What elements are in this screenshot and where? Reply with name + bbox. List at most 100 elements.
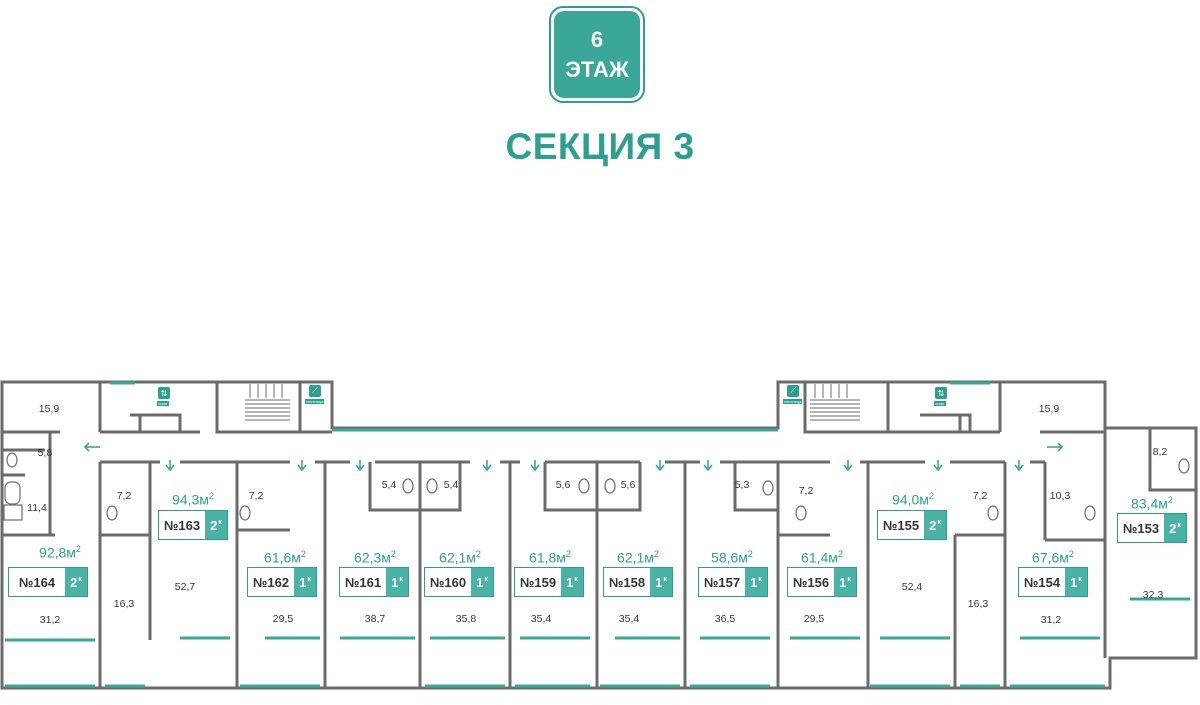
- apartment-rooms-count: 2: [929, 517, 937, 533]
- apartment-area-unit-sup: 2: [837, 549, 843, 559]
- apartment-area-value: 61,6м: [264, 549, 301, 566]
- entry-arrows: [83, 442, 1064, 472]
- apartment-area: 58,6м2: [692, 549, 772, 566]
- stairs-icon: ⟋: [787, 385, 799, 397]
- apartment-area-unit-sup: 2: [475, 549, 481, 559]
- floor-badge: 6 ЭТАЖ: [549, 6, 645, 103]
- room-area-label: 7,2: [798, 485, 814, 497]
- stairs-right: [810, 384, 860, 421]
- room-area-label: 16,3: [967, 598, 989, 610]
- apartment-rooms-suffix: к: [1177, 521, 1181, 529]
- apartment-rooms-count: 2: [1169, 520, 1177, 536]
- apartment-rooms-count: 1: [391, 574, 399, 590]
- room-area-label: 10,3: [1049, 490, 1071, 502]
- apartment-number: №159: [519, 574, 557, 590]
- room-area-label: 8,2: [1152, 446, 1168, 458]
- elevator-sign-label-left: лифт: [157, 401, 169, 406]
- stairs-icon: ⟋: [309, 385, 321, 397]
- apartment-rooms-suffix: к: [663, 575, 667, 583]
- apartment-area: 94,3м2: [153, 491, 233, 508]
- room-area-label: 7,2: [972, 490, 988, 502]
- apartment-area-value: 62,1м: [439, 549, 476, 566]
- apartment-rooms-suffix: к: [78, 575, 82, 583]
- apartment-number: №153: [1122, 520, 1160, 536]
- room-area-label: 31,2: [39, 614, 61, 626]
- apartment-area-unit-sup: 2: [653, 549, 659, 559]
- apartment-rooms-count: 1: [299, 574, 307, 590]
- room-area-label: 35,8: [455, 613, 477, 625]
- apartment-rooms-suffix: к: [937, 518, 941, 526]
- apartment-number: №155: [882, 517, 920, 533]
- plan-windows: [5, 381, 1190, 688]
- apartment-area-unit-sup: 2: [565, 549, 571, 559]
- apartment-area-value: 94,0м: [892, 491, 929, 508]
- room-area-label: 5,6: [555, 479, 571, 491]
- elevator-sign-label-right: лифт: [934, 401, 946, 406]
- room-area-label: 5,3: [734, 479, 750, 491]
- section-title: СЕКЦИЯ 3: [505, 126, 695, 167]
- elevator-icon: ⇅: [935, 387, 947, 399]
- apartment-area-unit-sup: 2: [390, 549, 396, 559]
- apartment-rooms-suffix: к: [847, 575, 851, 583]
- apartment-rooms-count: 1: [655, 574, 663, 590]
- floor-badge-inner: 6 ЭТАЖ: [554, 11, 640, 98]
- apartment-rooms-suffix: к: [574, 575, 578, 583]
- apartment-area-value: 61,4м: [801, 549, 838, 566]
- apartment-number: №154: [1023, 574, 1061, 590]
- floor-label: ЭТАЖ: [565, 56, 629, 82]
- room-area-label: 16,3: [113, 598, 135, 610]
- apartment-area: 62,1м2: [598, 549, 678, 566]
- apartment-rooms-suffix: к: [484, 575, 488, 583]
- room-area-label: 31,2: [1040, 614, 1062, 626]
- elevator-icon: ⇅: [158, 387, 170, 399]
- plumbing-fixtures: [3, 452, 1190, 521]
- stairs-sign-label-left: лестница: [305, 399, 325, 404]
- apartment-area-value: 62,1м: [617, 549, 654, 566]
- room-area-label: 29,5: [803, 613, 825, 625]
- apartment-area: 61,4м2: [782, 549, 862, 566]
- apartment-area: 83,4м2: [1112, 495, 1192, 512]
- apartment-area-unit-sup: 2: [747, 549, 753, 559]
- apartment-number: №163: [163, 517, 201, 533]
- room-area-label: 15,9: [38, 403, 60, 415]
- apartment-area: 94,0м2: [873, 491, 953, 508]
- apartment-area: 92,8м2: [20, 544, 100, 561]
- apartment-area-value: 67,6м: [1032, 549, 1069, 566]
- apartment-rooms-count: 1: [839, 574, 847, 590]
- room-area-label: 52,4: [901, 581, 923, 593]
- floor-number: 6: [590, 26, 604, 52]
- room-area-label: 15,9: [1038, 403, 1060, 415]
- apartment-rooms-count: 1: [476, 574, 484, 590]
- apartment-number: №160: [429, 574, 467, 590]
- apartment-rooms-suffix: к: [218, 518, 222, 526]
- apartment-number: №156: [792, 574, 830, 590]
- apartment-area-value: 61,8м: [529, 549, 566, 566]
- apartment-rooms-count: 1: [1070, 574, 1078, 590]
- apartment-rooms-count: 1: [566, 574, 574, 590]
- apartment-area-unit-sup: 2: [1068, 549, 1074, 559]
- room-area-label: 5,6: [620, 479, 636, 491]
- apartment-rooms-suffix: к: [758, 575, 762, 583]
- floor-plan: [0, 380, 1198, 690]
- apartment-rooms-suffix: к: [1078, 575, 1082, 583]
- apartment-area: 61,6м2: [245, 549, 325, 566]
